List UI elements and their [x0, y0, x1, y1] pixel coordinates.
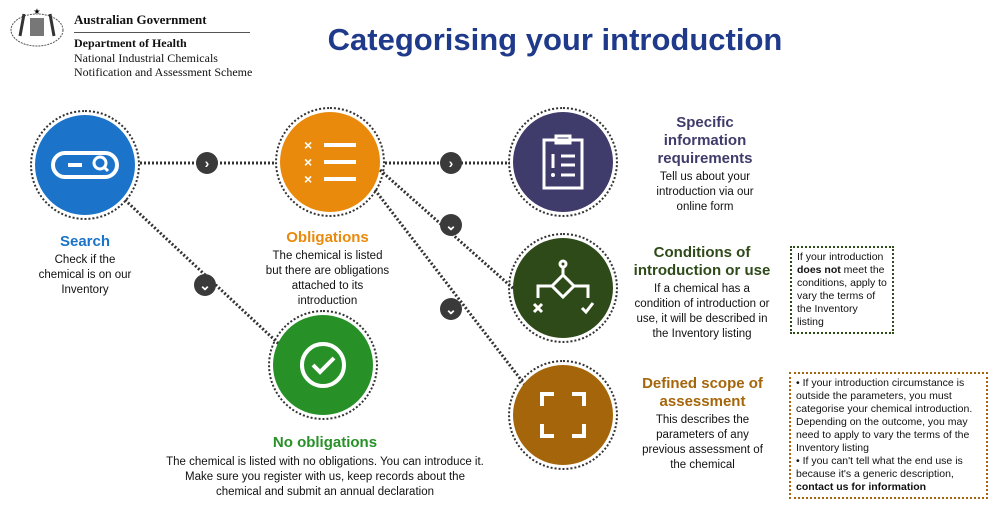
- page-title: Categorising your introduction: [327, 22, 783, 57]
- note-text: If your introduction: [797, 251, 884, 263]
- scope-note: • If your introduction circumstance is o…: [789, 372, 988, 499]
- scope-label-group: Defined scope of assessment This describ…: [625, 375, 780, 473]
- dept-name: Department of Health: [74, 36, 187, 50]
- arrow-right-icon: ›: [440, 152, 462, 174]
- conditions-label-group: Conditions of introduction or use If a c…: [622, 244, 782, 342]
- conditions-note: If your introduction does not meet the c…: [790, 246, 894, 334]
- frame-corners-icon: [540, 392, 586, 438]
- svg-text:★: ★: [33, 7, 40, 16]
- no-obligations-label-group: No obligations The chemical is listed wi…: [105, 434, 545, 500]
- arrow-right-icon: ›: [196, 152, 218, 174]
- arrow-down-icon: ⌄: [440, 298, 462, 320]
- specific-node: [508, 107, 618, 217]
- gov-name: Australian Government: [74, 12, 207, 27]
- decision-flow-icon: [532, 259, 595, 315]
- no-obligations-line-2: Make sure you register with us, keep rec…: [185, 471, 465, 483]
- svg-text:×: ×: [304, 171, 312, 187]
- svg-text:×: ×: [304, 154, 312, 170]
- no-obligations-line-1: The chemical is listed with no obligatio…: [166, 456, 484, 468]
- search-heading: Search: [59, 233, 111, 250]
- agency-line-2: Notification and Assessment Scheme: [74, 65, 253, 79]
- search-bar-icon: [51, 151, 119, 179]
- obligations-heading: Obligations: [286, 229, 369, 246]
- arrow-down-icon: ⌄: [440, 214, 462, 236]
- checklist-x-icon: ×××: [304, 137, 356, 187]
- scope-node: [508, 360, 618, 470]
- no-obligations-heading: No obligations: [272, 434, 378, 451]
- specific-heading: Specific information requirements: [657, 114, 753, 167]
- conditions-heading: Conditions of introduction or use: [633, 244, 771, 279]
- contact-us-link[interactable]: contact us for information: [796, 481, 927, 493]
- clipboard-icon: [542, 134, 584, 190]
- specific-label-group: Specific information requirements Tell u…: [635, 114, 775, 215]
- agency-line-1: National Industrial Chemicals: [74, 51, 218, 65]
- search-label-group: Search Check if the chemical is on our I…: [25, 233, 145, 298]
- search-node: [30, 110, 140, 220]
- obligations-text: The chemical is listed but there are obl…: [265, 250, 390, 307]
- scope-text: This describes the parameters of any pre…: [642, 414, 763, 471]
- scope-heading: Defined scope of assessment: [642, 375, 763, 410]
- check-circle-icon: [300, 342, 346, 388]
- search-text: Check if the chemical is on our Inventor…: [38, 254, 132, 296]
- note-bold: does not: [797, 264, 841, 276]
- note-text: meet the conditions, apply to vary the t…: [797, 264, 887, 328]
- svg-text:×: ×: [304, 137, 312, 153]
- specific-text: Tell us about your introduction via our …: [656, 171, 754, 213]
- conditions-text: If a chemical has a condition of introdu…: [634, 283, 770, 340]
- obligations-node: ×××: [275, 107, 385, 217]
- no-obligations-line-3: chemical and submit an annual declaratio…: [216, 486, 434, 498]
- conditions-node: [508, 233, 618, 343]
- note-bullet-2: • If you can't tell what the end use is …: [796, 455, 963, 480]
- header-divider: [74, 32, 250, 33]
- arrow-down-icon: ⌄: [194, 274, 216, 296]
- note-bullet-1: • If your introduction circumstance is o…: [796, 377, 973, 454]
- coat-of-arms-logo: ★: [8, 6, 66, 50]
- obligations-label-group: Obligations The chemical is listed but t…: [260, 229, 395, 309]
- no-obligations-node: [268, 310, 378, 420]
